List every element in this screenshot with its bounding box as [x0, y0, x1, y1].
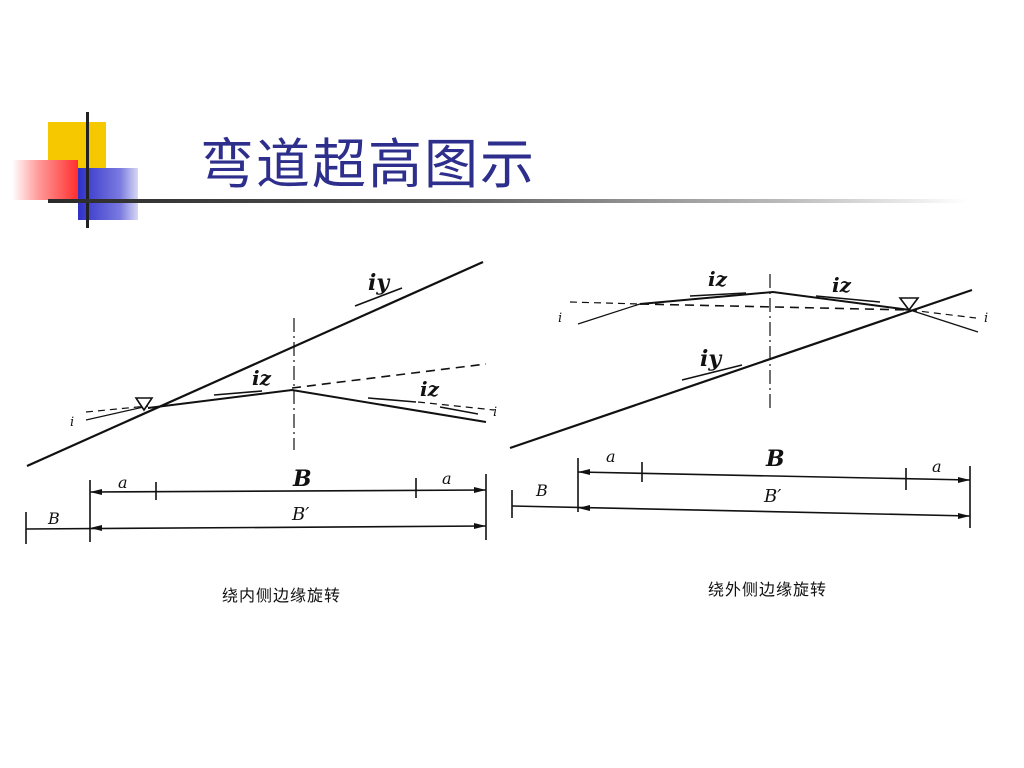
label-B-prime: B′ — [763, 486, 781, 507]
label-B: B — [292, 466, 312, 492]
label-iz-center: iz — [252, 366, 272, 390]
label-a-left: a — [118, 473, 128, 492]
label-i1-left: i — [558, 311, 562, 326]
label-iz-right: iz — [420, 377, 440, 401]
label-a-left: a — [606, 447, 616, 466]
label-i1: i — [70, 415, 74, 430]
right-caption: 绕外侧边缘旋转 — [708, 580, 828, 599]
deco-vertical-line — [86, 112, 89, 228]
label-iz-left: iz — [708, 267, 728, 291]
label-iy: iy — [700, 346, 723, 372]
label-iy: iy — [368, 270, 391, 296]
label-B1: B — [47, 509, 60, 528]
label-a-right: a — [442, 469, 452, 488]
label-B-prime: B′ — [291, 504, 309, 525]
left-diagram: iy iz iz i i a a B B′ B — [25, 260, 497, 544]
left-caption: 绕内侧边缘旋转 — [222, 586, 342, 605]
label-B: B — [765, 446, 785, 472]
page-title: 弯道超高图示 — [200, 133, 536, 196]
label-iz-right: iz — [832, 273, 852, 297]
label-i-right: i — [493, 405, 497, 420]
label-B1: B — [535, 481, 548, 500]
label-i1-right: i — [984, 311, 988, 326]
deco-red-square — [12, 160, 78, 200]
label-a-right: a — [932, 457, 942, 476]
title-underline — [48, 199, 968, 203]
